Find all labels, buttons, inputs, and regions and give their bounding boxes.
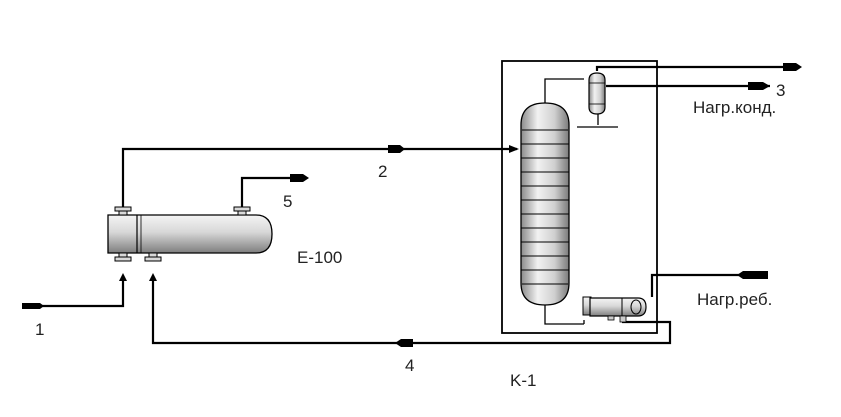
stream-4-label: 4 <box>405 356 414 375</box>
condenser-drum[interactable] <box>588 72 606 115</box>
exchanger-label: E-100 <box>297 248 342 267</box>
column-internal-lines <box>544 78 618 325</box>
stream-4-line[interactable] <box>149 273 672 347</box>
stream-5-line[interactable] <box>240 174 309 210</box>
column-boundary-box <box>501 60 658 334</box>
reboiler[interactable] <box>582 296 647 323</box>
stream-2-line[interactable] <box>121 145 519 210</box>
stream-1-label: 1 <box>35 320 44 339</box>
distillation-column[interactable] <box>520 102 570 306</box>
reboiler-heat-label: Нагр.реб. <box>697 290 772 309</box>
condenser-heat-line[interactable] <box>606 82 770 90</box>
column-trays <box>521 129 569 285</box>
stream-1-line[interactable] <box>22 273 127 309</box>
exchanger-nozzles <box>114 206 251 262</box>
heat-exchanger[interactable] <box>107 206 273 262</box>
stream-5-label: 5 <box>283 192 292 211</box>
stream-2-label: 2 <box>378 162 387 181</box>
stream-3-line[interactable] <box>595 63 802 71</box>
column-label: K-1 <box>510 371 536 390</box>
stream-3-label: 3 <box>776 81 785 100</box>
reboiler-heat-line[interactable] <box>650 271 768 297</box>
condenser-heat-label: Нагр.конд. <box>693 98 776 117</box>
